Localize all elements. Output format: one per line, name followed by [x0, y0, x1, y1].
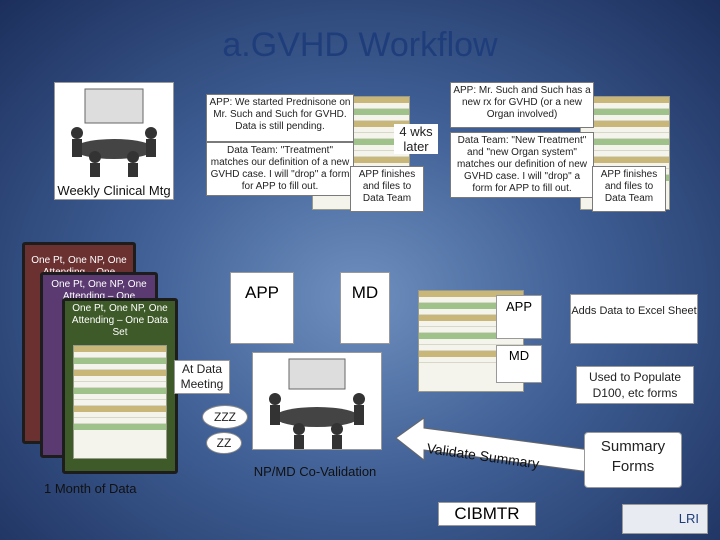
app-form-label: APP — [244, 283, 280, 302]
adds-data-box: Adds Data to Excel Sheet — [570, 294, 698, 344]
one-month-label: 1 Month of Data — [44, 481, 137, 496]
app-right-panel: APP — [496, 295, 542, 339]
md-right-panel: MD — [496, 345, 542, 383]
at-data-meeting: At Data Meeting — [174, 360, 230, 394]
page-title: a.GVHD Workflow — [222, 26, 498, 64]
four-weeks-later: 4 wks later — [394, 124, 438, 154]
used-to-populate: Used to Populate D100, etc forms — [576, 366, 694, 404]
zz-cloud: ZZ — [206, 432, 242, 454]
organization-logo: LRI — [622, 504, 708, 534]
app-finishes-1: APP finishes and files to Data Team — [350, 166, 424, 212]
cibmtr-box: CIBMTR — [438, 502, 536, 526]
callout-data-team-1: Data Team: "Treatment" matches our defin… — [206, 142, 354, 196]
zzz-cloud: ZZZ — [202, 405, 248, 429]
md-form-label: MD — [351, 283, 379, 302]
callout-app-new-rx: APP: Mr. Such and Such has a new rx for … — [450, 82, 594, 128]
weekly-meeting-panel: Weekly Clinical Mtg — [54, 82, 174, 200]
callout-app-prednisone: APP: We started Prednisone on Mr. Such a… — [206, 94, 354, 142]
app-finishes-2: APP finishes and files to Data Team — [592, 166, 666, 212]
md-form-panel: MD — [340, 272, 390, 344]
meeting-illustration — [71, 88, 157, 177]
summary-forms-box: Summary Forms — [584, 432, 682, 488]
covalidation-illustration — [269, 358, 365, 449]
data-set-card-middle-label: One Pt, One NP, One Attending – One — [51, 279, 147, 302]
adds-data-text: Adds Data to Excel Sheet — [571, 305, 697, 317]
meeting-label: Weekly Clinical Mtg — [57, 183, 171, 198]
app-form-panel: APP — [230, 272, 294, 344]
app-right-label: APP — [505, 299, 532, 314]
np-md-covalidation: NP/MD Co-Validation — [253, 464, 377, 479]
data-set-card-front: One Pt, One NP, One Attending – One Data… — [62, 298, 178, 474]
data-set-form — [73, 345, 167, 459]
covalidation-meeting-panel — [252, 352, 382, 450]
logo-text: LRI — [678, 511, 699, 526]
callout-data-team-2: Data Team: "New Treatment" and "new Orga… — [450, 132, 594, 198]
data-set-card-front-label: One Pt, One NP, One Attending – One Data… — [71, 303, 169, 338]
md-right-label: MD — [508, 348, 530, 363]
